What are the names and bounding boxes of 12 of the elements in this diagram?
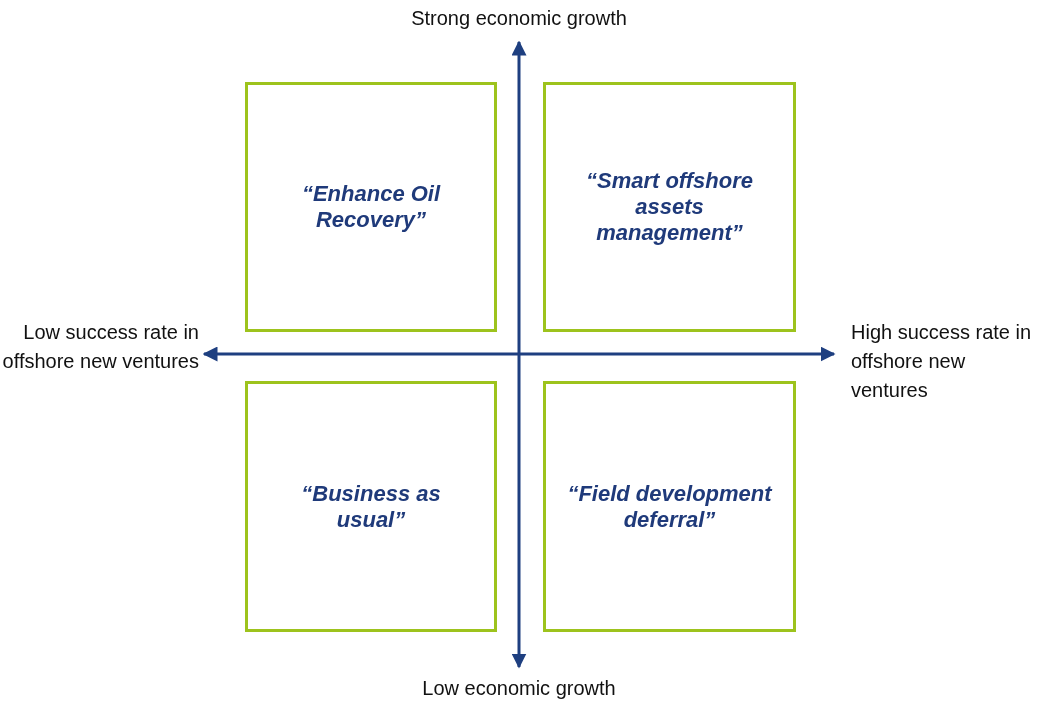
axis-label: Low economic growth [422,677,616,699]
axis-label: High success rate in offshore new ventures [851,321,1032,401]
quadrant-title: “Enhance Oil Recovery” [300,181,442,233]
quadrant-box [245,82,497,332]
quadrant-title: “Field development deferral” [566,480,774,533]
quadrant-title: “Business as usual” [300,480,442,533]
quadrant-box [543,82,796,332]
quadrant-box [245,381,497,632]
axis-label: Low success rate in offshore new ventures [2,321,199,372]
quadrant-box [543,381,796,632]
quadrant-title: “Smart offshore assets management” [584,168,755,246]
axis-label: Strong economic growth [411,7,627,29]
